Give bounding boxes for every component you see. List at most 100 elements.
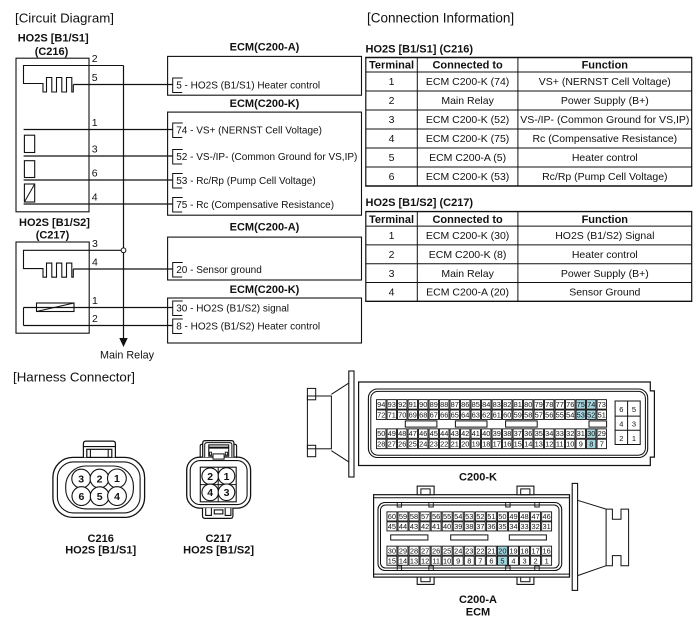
svg-text:ECM(C200-K): ECM(C200-K) — [230, 284, 300, 296]
svg-text:52: 52 — [476, 512, 484, 521]
svg-text:39: 39 — [493, 429, 501, 438]
svg-text:57: 57 — [535, 410, 543, 419]
svg-text:39: 39 — [454, 522, 462, 531]
svg-text:91: 91 — [409, 400, 417, 409]
svg-text:5 - HO2S (B1/S1) Heater contro: 5 - HO2S (B1/S1) Heater control — [176, 81, 320, 92]
svg-text:Main Relay: Main Relay — [441, 268, 494, 280]
svg-text:2: 2 — [619, 434, 623, 443]
svg-text:HO2S [B1/S1]: HO2S [B1/S1] — [18, 33, 89, 45]
svg-text:29: 29 — [399, 546, 407, 555]
svg-text:6: 6 — [619, 405, 623, 414]
svg-text:80: 80 — [524, 400, 532, 409]
svg-text:61: 61 — [493, 410, 501, 419]
svg-text:18: 18 — [520, 546, 528, 555]
svg-text:HO2S [B1/S2]: HO2S [B1/S2] — [183, 545, 254, 557]
svg-text:38: 38 — [465, 522, 473, 531]
svg-text:Main Relay: Main Relay — [100, 349, 155, 361]
svg-text:1: 1 — [632, 434, 636, 443]
svg-text:2: 2 — [92, 53, 98, 65]
svg-text:3: 3 — [522, 556, 526, 565]
svg-text:[Circuit Diagram]: [Circuit Diagram] — [15, 10, 114, 25]
svg-text:ECM(C200-A): ECM(C200-A) — [230, 222, 300, 234]
svg-text:9: 9 — [579, 439, 583, 448]
svg-text:Power Supply (B+): Power Supply (B+) — [561, 268, 649, 280]
svg-text:65: 65 — [451, 410, 459, 419]
svg-text:54: 54 — [566, 410, 574, 419]
svg-text:ECM: ECM — [466, 606, 490, 618]
svg-text:ECM C200-K (30): ECM C200-K (30) — [426, 230, 509, 242]
svg-text:3: 3 — [224, 487, 230, 499]
svg-text:2: 2 — [97, 473, 103, 485]
svg-text:89: 89 — [430, 400, 438, 409]
svg-text:4: 4 — [92, 257, 98, 269]
svg-text:73: 73 — [598, 400, 606, 409]
svg-text:70: 70 — [398, 410, 406, 419]
svg-text:74 - VS+ (NERNST Cell Voltage): 74 - VS+ (NERNST Cell Voltage) — [176, 126, 322, 137]
svg-text:49: 49 — [388, 429, 396, 438]
svg-text:56: 56 — [545, 410, 553, 419]
svg-text:90: 90 — [419, 400, 427, 409]
svg-text:17: 17 — [493, 439, 501, 448]
svg-text:1: 1 — [92, 117, 98, 129]
svg-text:42: 42 — [421, 522, 429, 531]
svg-text:58: 58 — [524, 410, 532, 419]
svg-text:Connected to: Connected to — [432, 214, 503, 226]
svg-text:92: 92 — [398, 400, 406, 409]
svg-text:16: 16 — [543, 546, 551, 555]
svg-text:19: 19 — [472, 439, 480, 448]
svg-text:HO2S [B1/S1] (C216): HO2S [B1/S1] (C216) — [366, 43, 474, 55]
svg-text:6: 6 — [92, 168, 98, 180]
svg-text:ECM C200-A (5): ECM C200-A (5) — [429, 152, 506, 164]
svg-text:47: 47 — [409, 429, 417, 438]
svg-text:10: 10 — [443, 556, 451, 565]
svg-text:18: 18 — [482, 439, 490, 448]
svg-text:24: 24 — [419, 439, 427, 448]
svg-text:2: 2 — [207, 471, 213, 483]
svg-text:ECM C200-K (74): ECM C200-K (74) — [426, 76, 509, 88]
svg-text:22: 22 — [440, 439, 448, 448]
svg-text:55: 55 — [556, 410, 564, 419]
svg-text:40: 40 — [443, 522, 451, 531]
svg-text:46: 46 — [543, 512, 551, 521]
svg-text:94: 94 — [377, 400, 385, 409]
svg-text:49: 49 — [509, 512, 517, 521]
svg-text:3: 3 — [389, 114, 395, 126]
svg-text:60: 60 — [503, 410, 511, 419]
svg-text:8 - HO2S (B1/S2) Heater contro: 8 - HO2S (B1/S2) Heater control — [176, 322, 320, 333]
svg-text:7: 7 — [600, 439, 604, 448]
svg-text:22: 22 — [476, 546, 484, 555]
svg-text:30 - HO2S (B1/S2) signal: 30 - HO2S (B1/S2) signal — [176, 304, 289, 315]
svg-text:ECM(C200-A): ECM(C200-A) — [230, 42, 300, 54]
svg-text:51: 51 — [487, 512, 495, 521]
svg-text:24: 24 — [454, 546, 462, 555]
svg-text:21: 21 — [487, 546, 495, 555]
svg-text:34: 34 — [545, 429, 553, 438]
svg-text:1: 1 — [114, 473, 120, 485]
svg-text:21: 21 — [451, 439, 459, 448]
svg-text:ECM C200-K (75): ECM C200-K (75) — [426, 133, 509, 145]
svg-text:4: 4 — [114, 491, 120, 503]
svg-text:3: 3 — [389, 268, 395, 280]
svg-text:82: 82 — [503, 400, 511, 409]
svg-text:41: 41 — [432, 522, 440, 531]
svg-text:52: 52 — [587, 410, 595, 419]
svg-text:76: 76 — [566, 400, 574, 409]
svg-text:7: 7 — [478, 556, 482, 565]
svg-text:VS+ (NERNST Cell Voltage): VS+ (NERNST Cell Voltage) — [539, 76, 671, 88]
svg-text:41: 41 — [472, 429, 480, 438]
svg-text:75: 75 — [577, 400, 585, 409]
svg-text:25: 25 — [443, 546, 451, 555]
svg-text:20: 20 — [461, 439, 469, 448]
svg-text:47: 47 — [531, 512, 539, 521]
svg-text:54: 54 — [454, 512, 462, 521]
svg-text:3: 3 — [632, 420, 636, 429]
svg-text:C200-K: C200-K — [459, 472, 497, 484]
svg-text:64: 64 — [461, 410, 469, 419]
svg-text:69: 69 — [409, 410, 417, 419]
svg-text:4: 4 — [92, 192, 98, 204]
svg-text:3: 3 — [92, 238, 98, 250]
svg-text:4: 4 — [619, 420, 623, 429]
svg-text:16: 16 — [503, 439, 511, 448]
svg-text:23: 23 — [465, 546, 473, 555]
svg-text:9: 9 — [456, 556, 460, 565]
